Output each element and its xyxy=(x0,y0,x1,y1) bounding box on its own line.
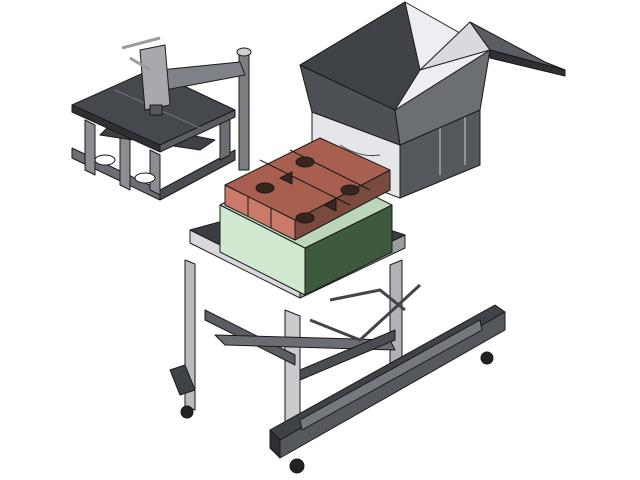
base-rail xyxy=(269,304,506,459)
wheel xyxy=(289,458,305,474)
hopper xyxy=(299,1,566,199)
brick-hole xyxy=(295,212,315,224)
bricks xyxy=(224,137,391,241)
wheel xyxy=(180,405,194,419)
lever-handle xyxy=(309,283,422,342)
brick-hole xyxy=(255,182,275,194)
wheels xyxy=(180,351,494,474)
wheel xyxy=(480,351,494,365)
press-arm xyxy=(121,36,252,171)
brick-hole xyxy=(295,156,315,168)
brick-hole xyxy=(340,184,360,196)
